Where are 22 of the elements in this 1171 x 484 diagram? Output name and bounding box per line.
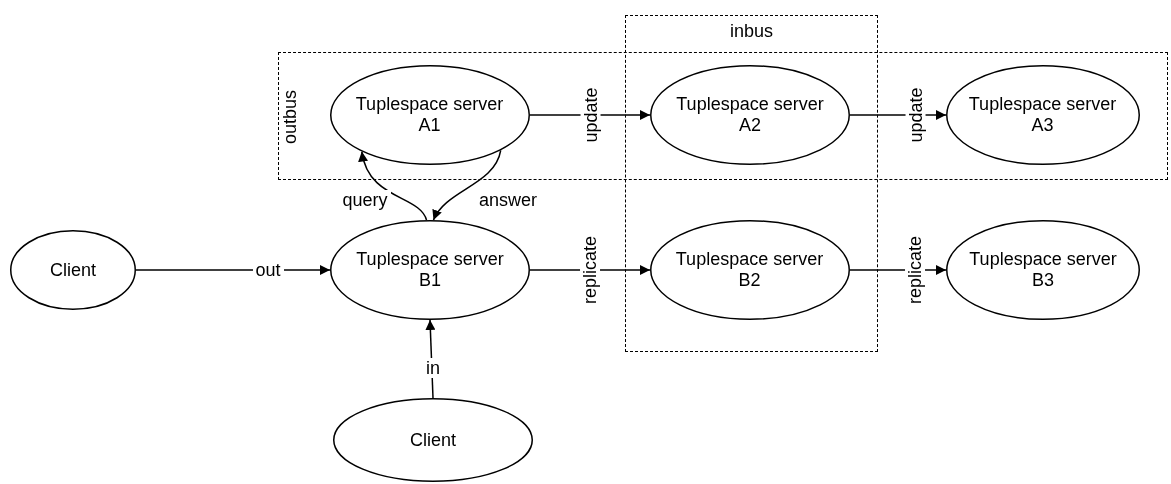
node-label: inbus (729, 21, 774, 41)
node-label: Tuplespace server B3 (968, 249, 1118, 291)
arrow (432, 149, 502, 221)
node-label: Tuplespace server B2 (674, 248, 825, 291)
node-label: Tuplespace server A1 (354, 93, 505, 136)
ellipse-node (10, 230, 136, 310)
ellipse-node (649, 219, 850, 320)
node-label: Tuplespace server B1 (355, 249, 505, 291)
ellipse-node (650, 65, 850, 165)
arrow (359, 150, 428, 221)
node-label: Tuplespace server A2 (675, 94, 825, 136)
node-label: Client (409, 429, 457, 451)
node-label: Tuplespace server A3 (967, 93, 1118, 136)
ellipse-node (945, 64, 1140, 165)
dashed-group-box (625, 15, 878, 352)
ellipse-node (330, 220, 530, 320)
ellipse-node (333, 398, 533, 482)
ellipse-node (329, 64, 530, 165)
ellipse-node (946, 220, 1140, 320)
dashed-group-box (278, 52, 1168, 180)
node-label: Client (49, 259, 97, 281)
node-label: outbus (280, 89, 300, 147)
